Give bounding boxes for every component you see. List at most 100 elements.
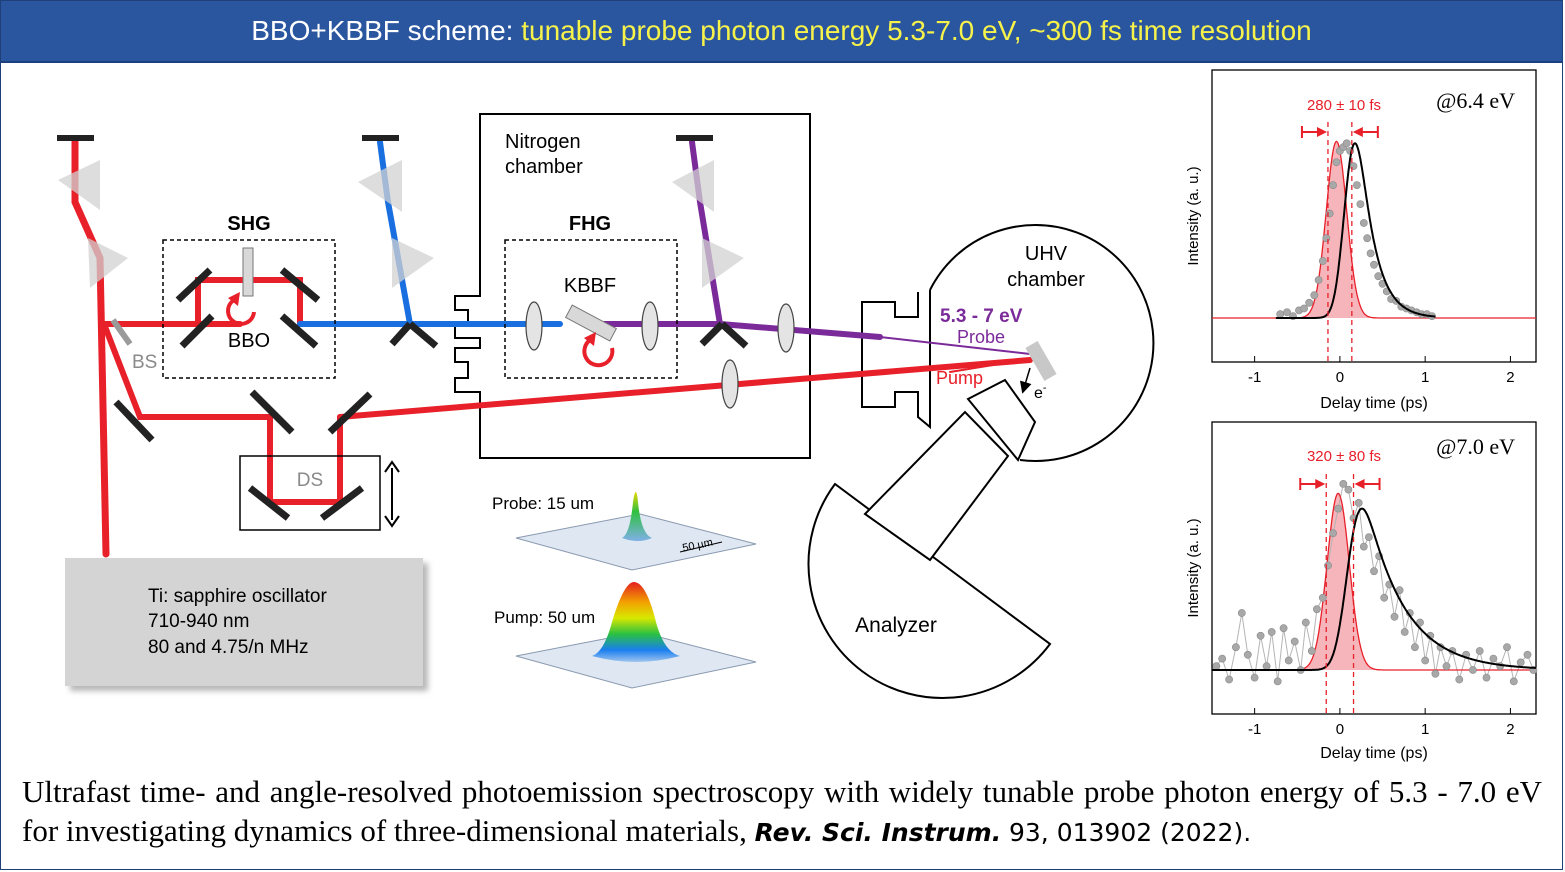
data-point (1283, 308, 1291, 317)
data-point (1342, 139, 1351, 148)
data-point (1300, 304, 1308, 313)
data-point (1305, 298, 1314, 307)
data-point (1416, 618, 1424, 627)
fhg-label: FHG (569, 213, 611, 235)
data-point (1276, 310, 1285, 319)
shg-label: SHG (227, 213, 270, 235)
data-point (1250, 673, 1259, 682)
x-tick-label: 2 (1506, 721, 1514, 738)
data-point (1273, 677, 1282, 686)
kbbf-rotation-arrow (582, 338, 615, 368)
nitrogen-chamber-outline (454, 113, 811, 459)
data-point (1421, 656, 1430, 665)
fit-curve (1275, 142, 1436, 319)
x-tick-label: 0 (1336, 369, 1344, 386)
data-point (1482, 673, 1491, 682)
data-point (1290, 637, 1299, 646)
electron-arrow (1019, 367, 1032, 394)
pump-spot-profile (515, 582, 757, 689)
data-point (1313, 605, 1321, 614)
data-point (1411, 643, 1419, 652)
data-point (1324, 561, 1332, 570)
data-point (1262, 662, 1271, 671)
beam-splitter (110, 318, 133, 346)
data-point (1329, 181, 1337, 189)
data-point (1370, 567, 1378, 576)
data-point (1307, 647, 1316, 655)
chart-xlabel: Delay time (ps) (1320, 745, 1428, 762)
prisms (58, 160, 744, 288)
data-point (1349, 162, 1358, 170)
kbbf-crystal (564, 304, 618, 342)
bbo-label: BBO (228, 330, 270, 352)
data-point (1243, 650, 1252, 659)
banner-prefix: BBO+KBBF scheme: (251, 15, 514, 46)
data-point (1334, 504, 1343, 513)
delay-stage-arrow (384, 460, 400, 528)
probe-spot-profile: 50 µm (515, 492, 757, 571)
fhg-box (504, 239, 678, 379)
nitrogen-label-2: chamber (505, 156, 583, 178)
caption-journal: Rev. Sci. Instrum. (754, 818, 1002, 847)
chart-ylabel: Intensity (a. u.) (1185, 518, 1202, 617)
ds-label: DS (297, 470, 323, 491)
data-point (1322, 234, 1331, 243)
chart-ylabel: Intensity (a. u.) (1185, 166, 1202, 265)
pump-spot-label: Pump: 50 um (494, 608, 595, 627)
shg-box (162, 239, 336, 379)
data-point (1332, 158, 1341, 167)
width-arrowhead (1316, 127, 1327, 137)
data-point (1279, 624, 1288, 633)
data-point (1431, 669, 1440, 678)
bbo-crystal (242, 247, 254, 297)
setup-diagram: BS SHG BBO FHG KBBF DS Nitrogen chamber … (57, 69, 1538, 762)
fit-curve (1212, 507, 1537, 671)
electron-label: e- (1034, 382, 1047, 402)
data-point (1344, 485, 1353, 494)
data-point (1489, 654, 1498, 663)
analyzer (807, 378, 1052, 699)
nitrogen-label-1: Nitrogen (505, 131, 581, 153)
data-point (1325, 209, 1334, 218)
data-point (1301, 618, 1310, 627)
data-point (1353, 181, 1361, 189)
data-point (1310, 291, 1319, 300)
data-point (1339, 479, 1348, 488)
data-point (1212, 662, 1221, 671)
uhv-flange (861, 290, 931, 430)
bs-label: BS (132, 352, 157, 373)
data-point (1469, 666, 1477, 674)
data-point (1314, 276, 1323, 284)
data-point (1359, 219, 1368, 227)
data-point (1442, 662, 1451, 671)
uhv-label-1: UHV (1025, 243, 1068, 265)
data-point (1390, 612, 1399, 621)
gaussian-curve (1212, 140, 1536, 319)
data-point (1354, 498, 1363, 507)
oscillator-line-1: Ti: sapphire oscillator (148, 586, 327, 607)
folding-mirrors (113, 267, 749, 521)
data-point (1516, 658, 1525, 667)
bbo-rotation-arrow (226, 298, 256, 326)
chart-energy-label: @7.0 eV (1436, 434, 1515, 459)
data-point (1503, 643, 1511, 652)
data-point (1237, 609, 1246, 617)
kbbf-label: KBBF (564, 275, 616, 297)
data-point (1359, 542, 1368, 551)
analyzer-label: Analyzer (855, 614, 937, 637)
data-point (1374, 272, 1383, 281)
data-point (1366, 249, 1375, 258)
data-point (1363, 234, 1372, 243)
data-point (1455, 675, 1464, 684)
oscillator-box (65, 558, 423, 686)
lenses (525, 301, 795, 409)
data-point (1475, 647, 1484, 655)
data-point (1523, 650, 1532, 659)
x-tick-label: 2 (1506, 369, 1514, 386)
probe-energy-label: 5.3 - 7 eV (940, 306, 1023, 327)
x-tick-label: 0 (1336, 721, 1344, 738)
chart-energy-label: @6.4 eV (1436, 88, 1515, 113)
uhv-label-2: chamber (1007, 269, 1085, 291)
